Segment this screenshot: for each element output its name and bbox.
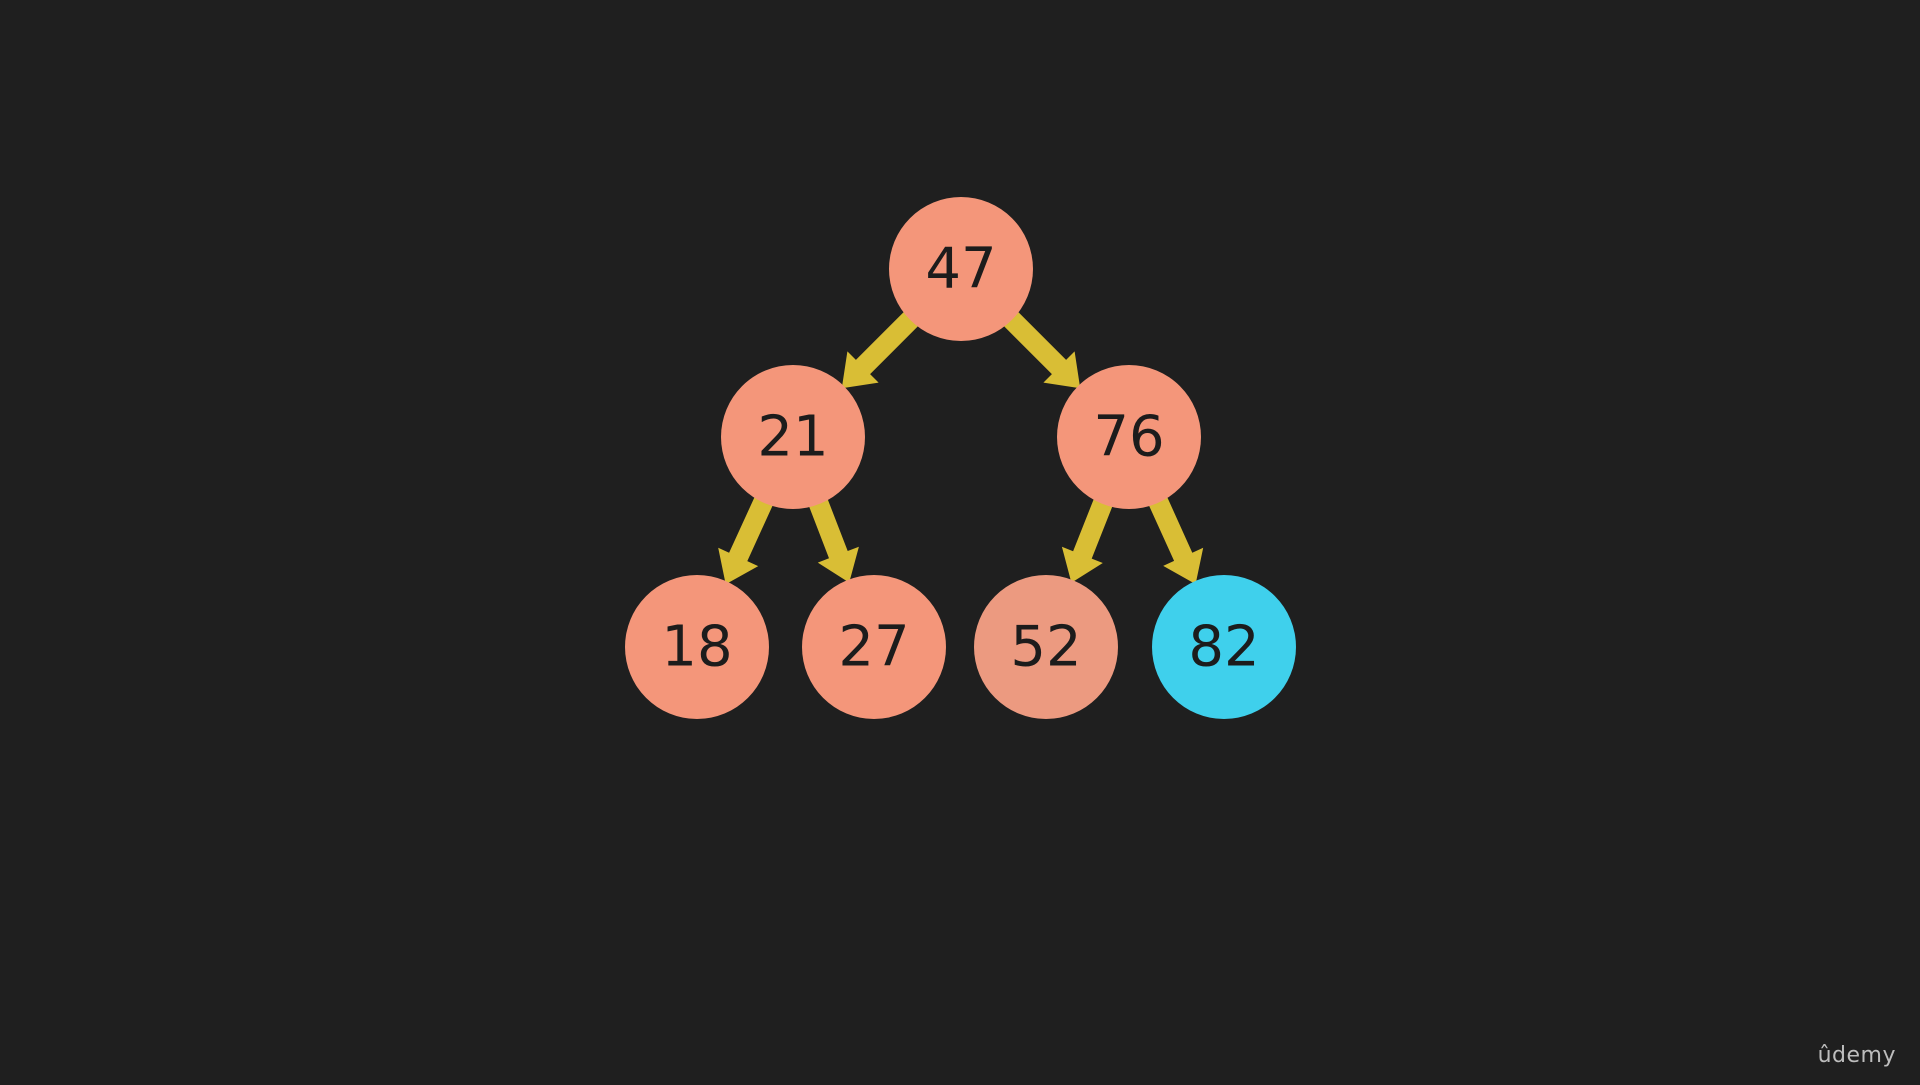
node-label: 82: [1188, 615, 1259, 680]
tree-node-21: 21: [721, 365, 865, 509]
udemy-watermark-logo: ûdemy: [1818, 1043, 1896, 1068]
node-label: 76: [1093, 405, 1164, 470]
tree-node-82: 82: [1152, 575, 1296, 719]
tree-node-76: 76: [1057, 365, 1201, 509]
node-label: 47: [925, 237, 996, 302]
node-label: 21: [757, 405, 828, 470]
nodes-layer: 47 21 76 18 27 52 82: [625, 197, 1296, 719]
tree-node-47: 47: [889, 197, 1033, 341]
node-label: 27: [838, 615, 909, 680]
node-label: 18: [661, 615, 732, 680]
tree-node-52: 52: [974, 575, 1118, 719]
tree-node-27: 27: [802, 575, 946, 719]
tree-node-18: 18: [625, 575, 769, 719]
node-label: 52: [1010, 615, 1081, 680]
